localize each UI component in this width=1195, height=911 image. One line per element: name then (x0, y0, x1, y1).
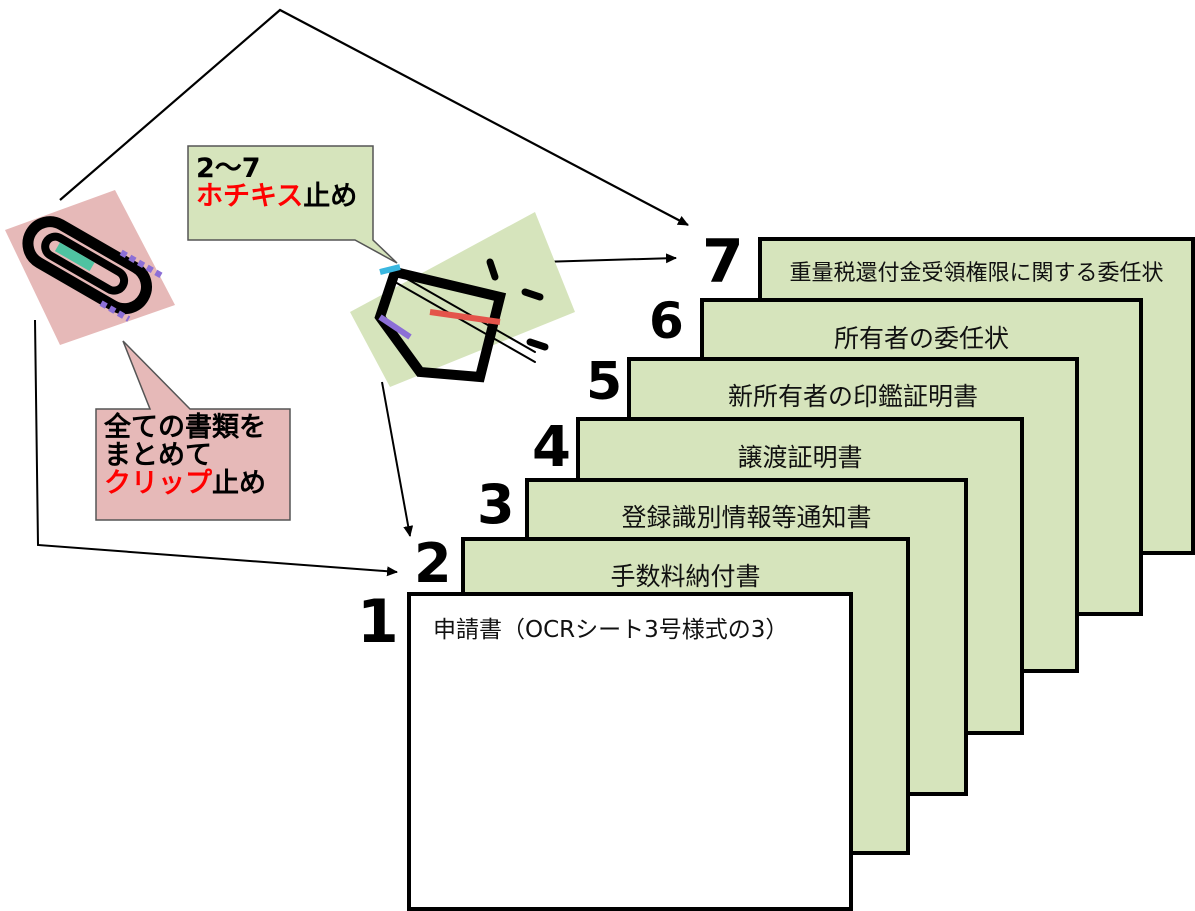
stapler-icon (350, 212, 575, 387)
document-title-7: 重量税還付金受領権限に関する委任状 (789, 261, 1164, 286)
clip-callout-bubble (95, 340, 291, 521)
arrow-clip-to-doc7 (59, 8, 689, 226)
document-title-5: 新所有者の印鑑証明書 (727, 382, 978, 411)
document-number-2: 2 (414, 532, 452, 595)
arrow-staple-to-doc2 (381, 381, 414, 537)
staple-callout-bubble (187, 145, 398, 264)
document-number-7: 7 (702, 227, 744, 297)
staple-callout-suffix: 止め (303, 181, 358, 212)
document-title-4: 譲渡証明書 (737, 443, 863, 472)
document-card-1: 申請書（OCRシート3号様式の3） (407, 592, 853, 911)
staple-callout-emphasis: ホチキス (196, 181, 304, 212)
document-title-2: 手数料納付書 (610, 562, 761, 591)
clip-callout-suffix: 止め (212, 468, 266, 499)
document-title-6: 所有者の委任状 (833, 324, 1009, 353)
clip-callout-emphasis: クリップ (104, 468, 212, 499)
clip-callout-text: 全ての書類を まとめて クリップ止め (104, 414, 266, 498)
arrow-staple-to-doc7 (539, 253, 677, 264)
document-title-1: 申請書（OCRシート3号様式の3） (433, 617, 789, 643)
clip-callout-line1: 全ての書類を (104, 412, 266, 443)
document-number-3: 3 (477, 473, 515, 536)
staple-callout-line1: 2～7 (196, 153, 261, 184)
arrow-clip-to-doc2 (34, 319, 398, 577)
staple-callout-text: 2～7 ホチキス止め (196, 155, 357, 211)
clip-callout-line2: まとめて (104, 440, 212, 471)
document-number-4: 4 (532, 415, 571, 480)
document-number-5: 5 (586, 352, 623, 412)
document-number-6: 6 (649, 292, 684, 350)
document-number-1: 1 (357, 587, 399, 657)
clip-callout-line3: クリップ止め (104, 470, 266, 498)
document-title-3: 登録識別情報等通知書 (621, 503, 872, 532)
staple-callout-line2: ホチキス止め (196, 183, 357, 211)
paperclip-icon (5, 190, 175, 345)
